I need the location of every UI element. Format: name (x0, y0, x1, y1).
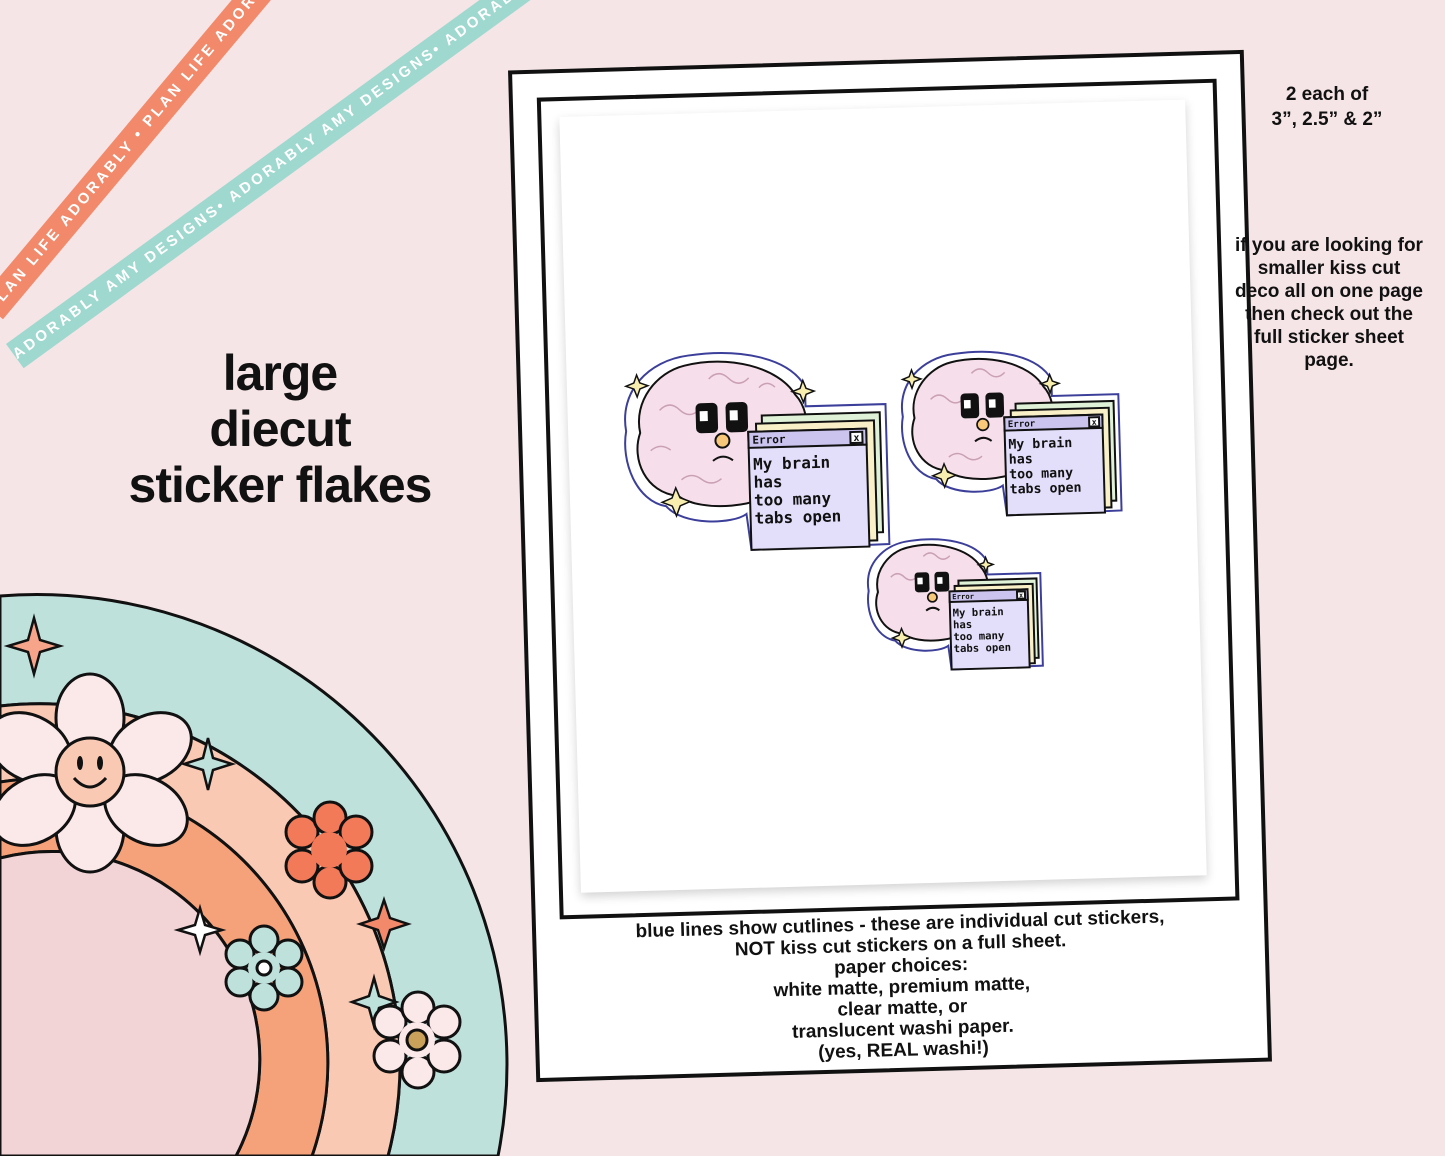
sparkle-icon (890, 555, 996, 650)
plan-life-adorably-ribbon: PLAN LIFE ADORABLY • PLAN LIFE ADORABLY … (0, 0, 466, 320)
title-line-2: diecut (209, 401, 351, 457)
error-window-icon (747, 411, 885, 551)
close-icon: x (853, 433, 859, 444)
note-line: smaller kiss cut (1257, 258, 1401, 279)
note-line: full sticker sheet (1254, 327, 1404, 348)
flower-icon (224, 924, 304, 1012)
message-line-4: tabs open (1009, 481, 1081, 498)
sparkle-icon (173, 903, 227, 957)
sizes-note: 2 each of 3”, 2.5” & 2” (1232, 82, 1422, 132)
note-line: deco all on one page (1235, 281, 1423, 302)
title-line-3: sticker flakes (128, 457, 433, 513)
brain-sticker-small: Error x My brain has too many tabs open (866, 538, 1044, 671)
title-line-1: large (222, 345, 339, 401)
sparkle-icon (179, 737, 237, 791)
message-line-4: tabs open (954, 642, 1012, 656)
flower-icon (284, 800, 374, 900)
error-window-icon (948, 577, 1040, 671)
note-line: then check out the (1245, 304, 1413, 325)
message-line-4: tabs open (754, 506, 841, 527)
sticker-sheet: Error x My brain has too many tabs open (559, 99, 1207, 893)
sparkle-icon (356, 896, 412, 952)
message-line-3: too many (754, 489, 832, 510)
brain-sticker-large: Error x My brain has too many tabs open (623, 352, 891, 551)
message-line-1: My brain (953, 606, 1004, 619)
photo-area: Error x My brain has too many tabs open (536, 78, 1240, 920)
flower-icon (372, 990, 462, 1090)
rainbow-illustration (0, 593, 509, 1156)
eyes-icon (695, 402, 749, 434)
message-line-2: has (1009, 452, 1033, 468)
error-title: Error (952, 592, 975, 602)
kiss-cut-note: if you are looking for smaller kiss cut … (1226, 234, 1432, 372)
smiley-flower-icon (0, 672, 193, 874)
error-window-icon (1003, 399, 1118, 517)
message-line-3: too many (953, 630, 1005, 643)
sparkle-icon (3, 613, 65, 679)
sparkle-icon (900, 367, 1062, 490)
message-line-2: has (953, 619, 972, 632)
ribbon-text: PLAN LIFE ADORABLY • PLAN LIFE ADORABLY … (0, 0, 458, 315)
paper-info-caption: blue lines show cutlines - these are ind… (536, 904, 1268, 1071)
polaroid-frame: Error x My brain has too many tabs open (508, 49, 1272, 1083)
sparkle-icon (623, 372, 817, 518)
eyes-icon (960, 392, 1005, 419)
message-line-1: My brain (1008, 435, 1072, 453)
error-title: Error (1008, 419, 1036, 430)
close-icon: x (1092, 417, 1097, 427)
message-line-2: has (753, 472, 782, 492)
note-line: page. (1304, 350, 1354, 371)
brain-sticker-medium: Error x My brain has too many tabs open (900, 350, 1123, 517)
sizes-line-1: 2 each of (1285, 84, 1369, 105)
message-line-1: My brain (753, 453, 831, 474)
sizes-line-2: 3”, 2.5” & 2” (1271, 109, 1383, 130)
eyes-icon (914, 571, 950, 593)
error-title: Error (752, 433, 786, 447)
note-line: if you are looking for (1235, 235, 1423, 256)
close-icon: x (1019, 591, 1023, 599)
product-title: large diecut sticker flakes (110, 345, 450, 513)
message-line-3: too many (1009, 466, 1073, 483)
